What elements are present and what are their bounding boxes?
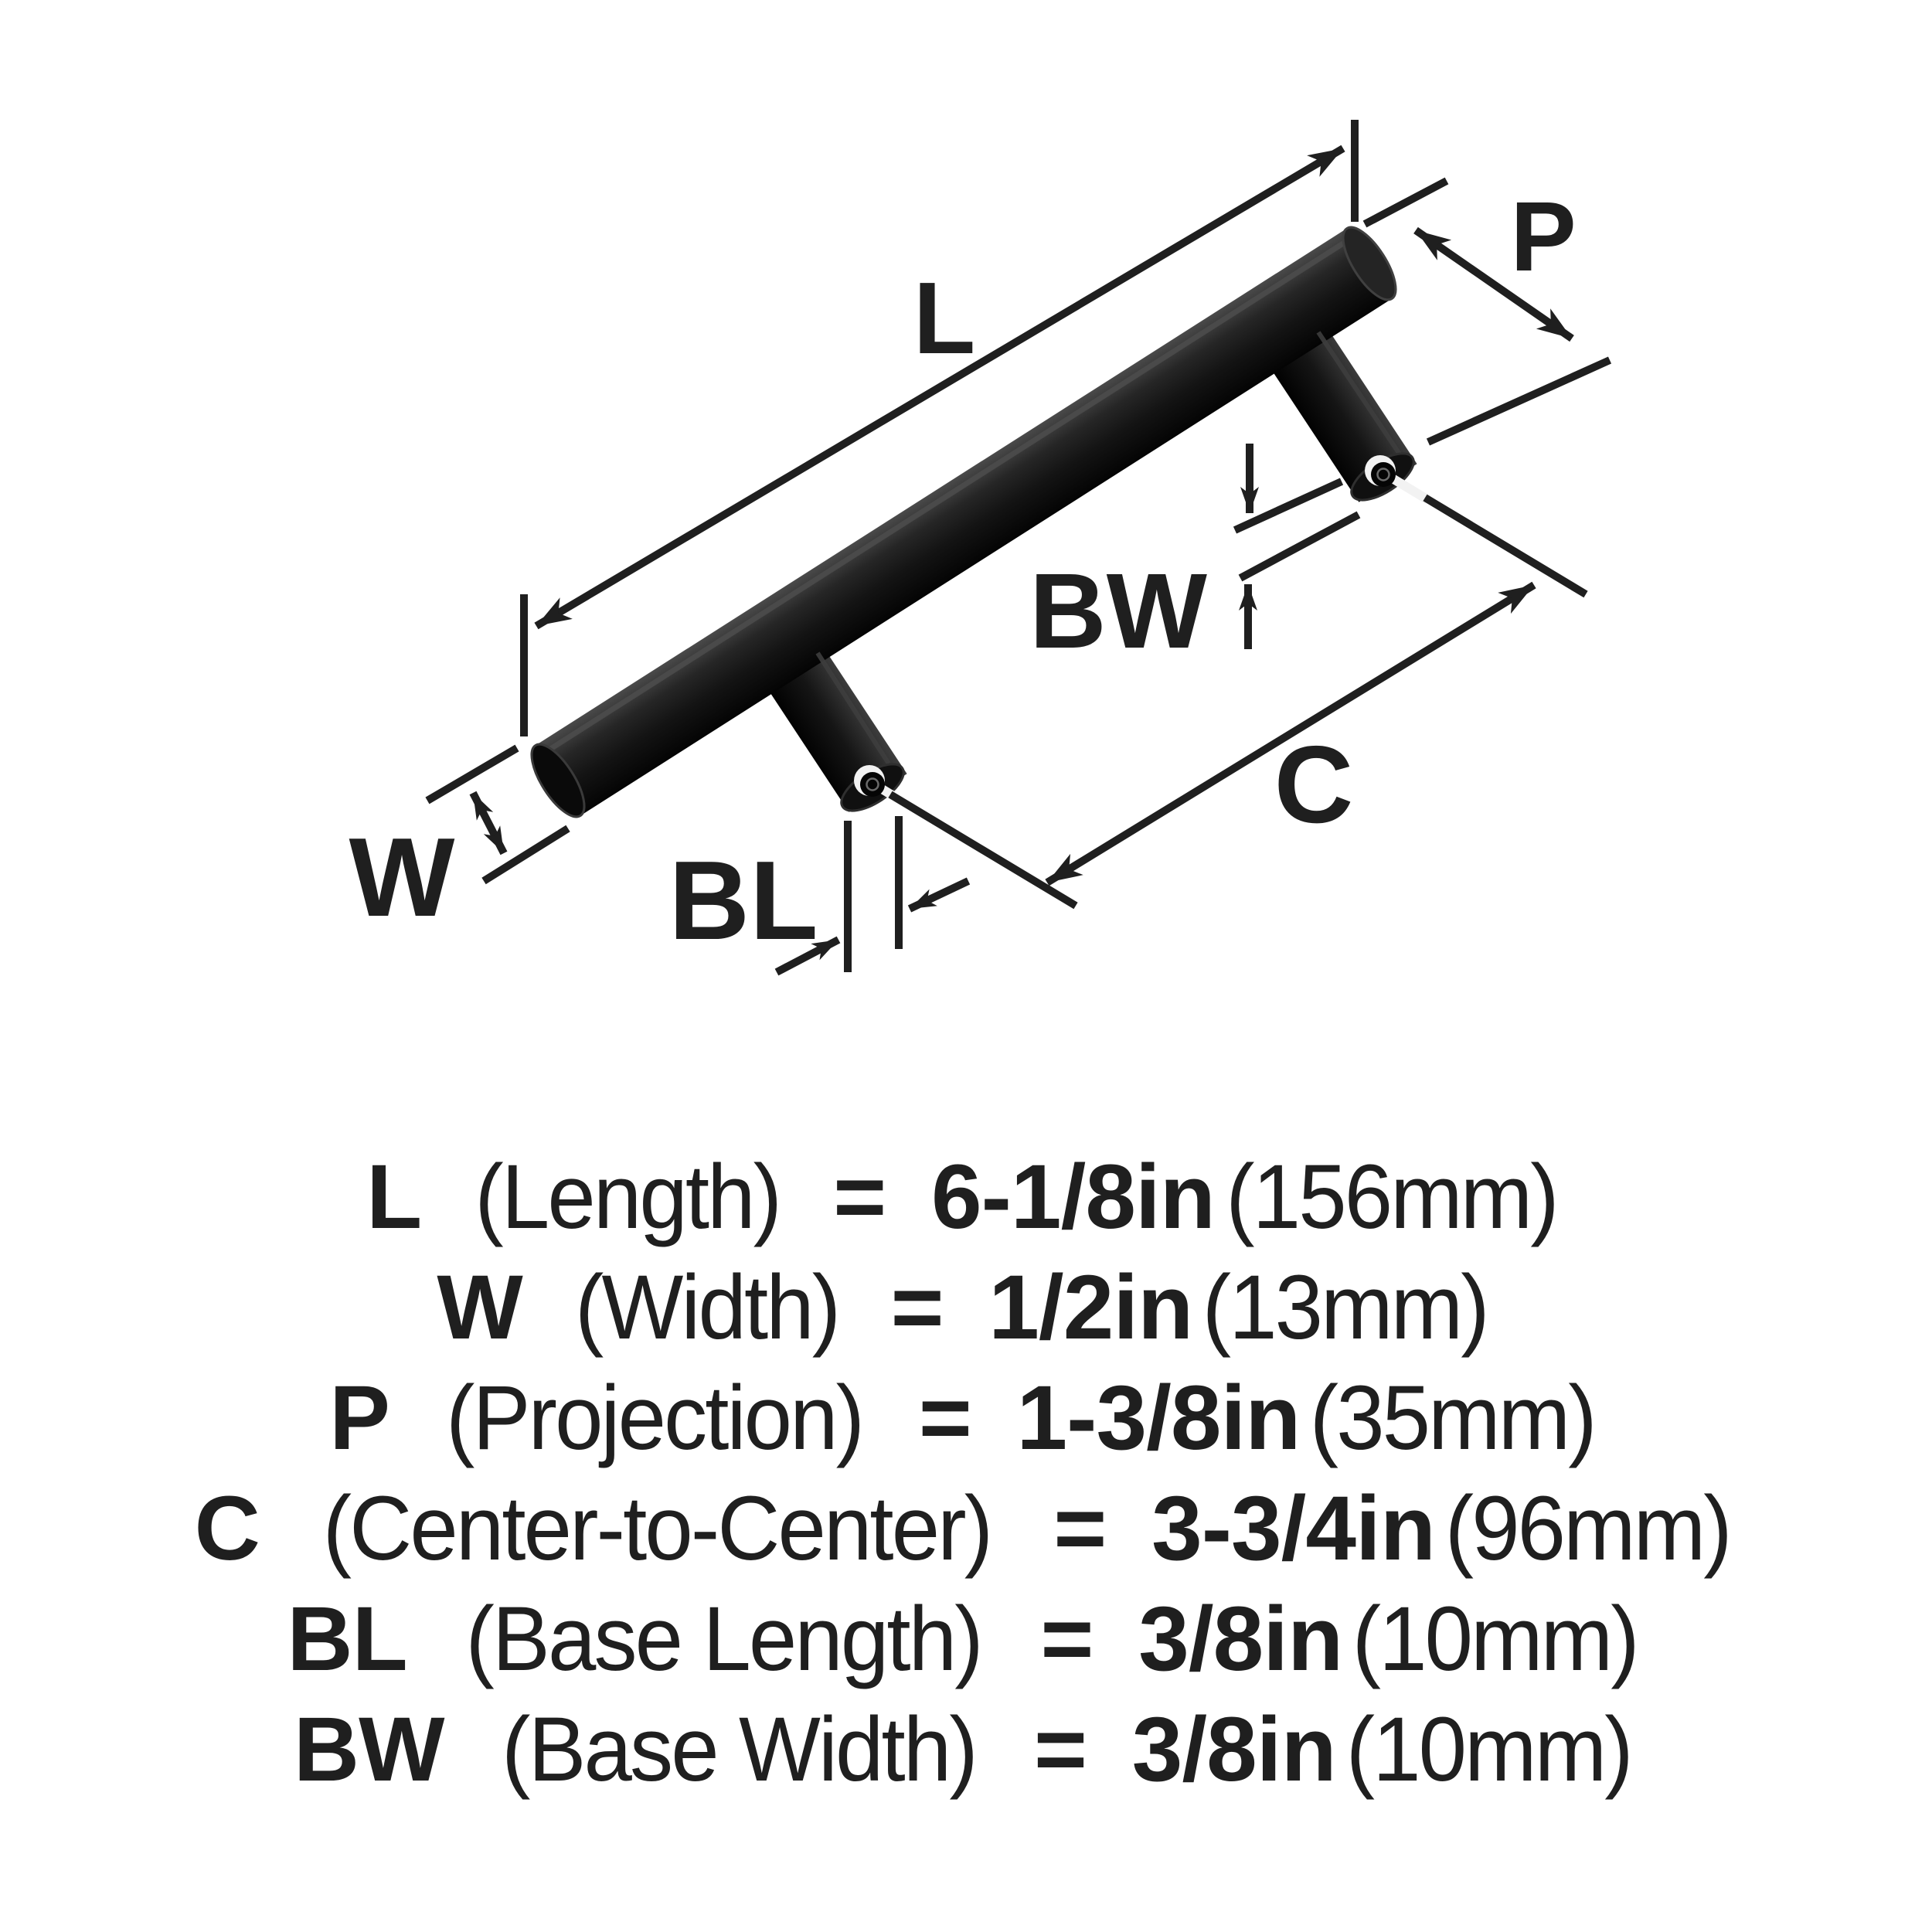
spec-line-projection: P (Projection) = 1-3/8in(35mm) [0, 1363, 1932, 1474]
imperial-value: 3/8in [1131, 1699, 1337, 1801]
spec-line-center-to-center: C (Center-to-Center) = 3-3/4in(96mm) [0, 1474, 1932, 1584]
c-extension-rear [1423, 494, 1588, 598]
equals-sign: = [1034, 1699, 1087, 1801]
spec-symbol: BL [287, 1588, 407, 1690]
p-extension-lower-left [1233, 478, 1344, 534]
dimension-base-length: BL [668, 816, 971, 976]
dimension-length: L [520, 120, 1359, 736]
c-dimension-line [1045, 581, 1536, 886]
spec-name: (Length) [474, 1146, 782, 1248]
p-dimension-line [1413, 226, 1574, 342]
dimension-width: W [349, 744, 570, 940]
spec-name: (Center-to-Center) [322, 1478, 992, 1580]
p-extension-lower-right [1426, 356, 1612, 446]
metric-value: (13mm) [1202, 1257, 1490, 1359]
bl-arrow-left [774, 936, 841, 976]
equals-sign: = [890, 1257, 944, 1359]
equals-sign: = [918, 1367, 972, 1469]
spec-line-base-width: BW (Base Width) = 3/8in(10mm) [0, 1695, 1932, 1805]
imperial-value: 1/2in [988, 1257, 1193, 1359]
rear-post-screw-hole [1365, 455, 1396, 487]
spec-symbol: P [329, 1367, 390, 1469]
dimension-spec-list: L (Length) = 6-1/8in(156mm) W (Width) = … [0, 1142, 1932, 1805]
spec-name: (Projection) [445, 1367, 865, 1469]
front-post-highlight [815, 651, 891, 765]
spec-line-length: L (Length) = 6-1/8in(156mm) [0, 1142, 1932, 1253]
label-length: L [913, 261, 976, 375]
imperial-value: 6-1/8in [931, 1146, 1216, 1248]
bar-right-end-cap [1342, 226, 1397, 301]
spec-line-width: W (Width) = 1/2in(13mm) [0, 1253, 1932, 1363]
spec-symbol: L [366, 1146, 422, 1248]
dimension-projection: P [1233, 177, 1612, 534]
dimension-center-to-center: C [888, 494, 1588, 910]
label-base-width: BW [1029, 552, 1208, 671]
spec-symbol: W [437, 1257, 522, 1359]
imperial-value: 3/8in [1138, 1588, 1343, 1690]
p-extension-upper [1362, 177, 1449, 228]
equals-sign: = [1053, 1478, 1107, 1580]
label-width: W [349, 815, 455, 940]
spec-name: (Width) [574, 1257, 841, 1359]
front-post-screw-hole [854, 765, 885, 797]
metric-value: (156mm) [1226, 1146, 1559, 1248]
bl-arrow-right [907, 877, 971, 913]
w-extension-lower [481, 825, 570, 885]
l-dimension-line [534, 145, 1345, 630]
metric-value: (10mm) [1352, 1588, 1640, 1690]
spec-symbol: BW [293, 1699, 445, 1801]
imperial-value: 1-3/8in [1016, 1367, 1301, 1469]
dimension-base-width: BW [1029, 444, 1361, 671]
bw-extension-lower [1238, 511, 1361, 582]
equals-sign: = [1040, 1588, 1094, 1690]
label-projection: P [1510, 182, 1576, 292]
w-dimension-line [469, 791, 508, 855]
imperial-value: 3-3/4in [1151, 1478, 1436, 1580]
spec-name: (Base Width) [502, 1699, 978, 1801]
bar-left-end-cap [530, 743, 586, 818]
c-extension-front [888, 791, 1078, 910]
metric-value: (35mm) [1310, 1367, 1597, 1469]
equals-sign: = [833, 1146, 886, 1248]
spec-name: (Base Length) [466, 1588, 984, 1690]
w-extension-upper [425, 744, 519, 804]
metric-value: (96mm) [1444, 1478, 1733, 1580]
spec-symbol: C [194, 1478, 260, 1580]
metric-value: (10mm) [1345, 1699, 1633, 1801]
label-base-length: BL [668, 838, 818, 963]
label-center-to-center: C [1274, 723, 1354, 846]
spec-line-base-length: BL (Base Length) = 3/8in(10mm) [0, 1584, 1932, 1695]
